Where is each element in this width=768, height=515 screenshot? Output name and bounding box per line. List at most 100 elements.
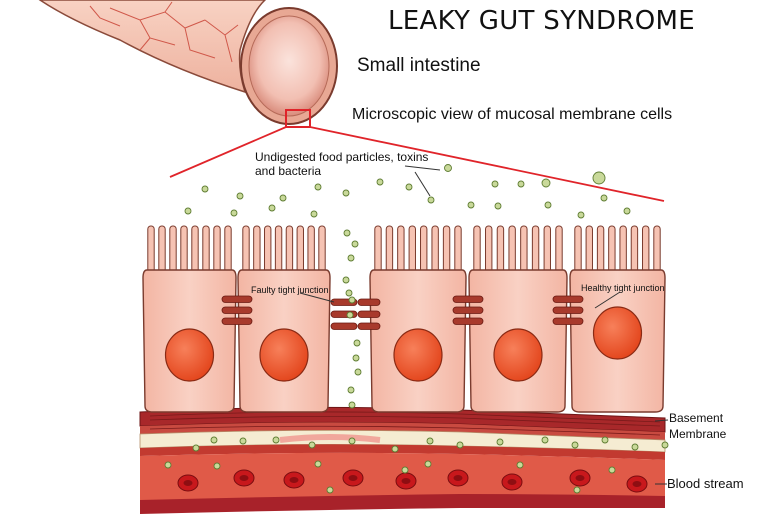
microvillus — [630, 225, 639, 277]
nucleus — [592, 306, 643, 360]
nucleus — [164, 328, 215, 382]
particle — [467, 201, 475, 209]
microvillus — [596, 225, 605, 277]
microvillus — [543, 225, 551, 277]
particle — [391, 445, 399, 453]
particle — [401, 466, 409, 474]
microvillus — [191, 225, 199, 277]
particle — [544, 201, 552, 209]
particles — [164, 164, 669, 494]
epithelial-cell — [569, 225, 666, 413]
nucleus — [493, 328, 543, 382]
particle — [314, 460, 322, 468]
epithelial-cell — [468, 225, 568, 413]
microvillus — [619, 225, 627, 277]
microvillus — [253, 225, 261, 277]
nucleus — [393, 328, 443, 382]
label-microscopic-view: Microscopic view of mucosal membrane cel… — [352, 106, 673, 123]
epithelial-cell — [237, 225, 331, 413]
particle — [661, 441, 669, 449]
particle — [164, 461, 172, 469]
particle — [577, 211, 585, 219]
microvillus — [473, 225, 481, 277]
tight-junction — [452, 295, 484, 325]
particle — [342, 189, 350, 197]
label-undigested-particles: Undigested food particles, toxins and ba… — [255, 150, 429, 178]
red-blood-cell-center — [183, 480, 193, 486]
particle — [348, 401, 356, 409]
particle — [351, 240, 359, 248]
particle — [279, 194, 287, 202]
junction-strand — [552, 306, 584, 314]
microvillus — [485, 225, 493, 277]
particle — [347, 386, 355, 394]
particle — [345, 289, 353, 297]
particle — [326, 486, 334, 494]
microvillus — [318, 225, 326, 277]
particle — [184, 207, 192, 215]
particle — [601, 436, 609, 444]
particle — [491, 180, 499, 188]
particle — [541, 178, 551, 188]
junction-strand — [452, 295, 484, 303]
particle — [352, 354, 360, 362]
microvillus — [242, 225, 250, 277]
microvillus — [224, 225, 232, 277]
faulty-tight-junction — [357, 298, 381, 330]
microvillus — [158, 225, 166, 277]
particle — [348, 296, 356, 304]
particle — [517, 180, 525, 188]
microvillus — [374, 225, 382, 277]
microvillus — [307, 225, 315, 277]
particle — [192, 444, 200, 452]
junction-strand — [357, 298, 381, 306]
junction-strand — [221, 295, 253, 303]
particle — [608, 466, 616, 474]
red-blood-cell-center — [401, 478, 411, 484]
microvillus — [420, 225, 428, 277]
particle — [571, 441, 579, 449]
particle — [541, 436, 549, 444]
particle — [444, 164, 452, 172]
particle — [600, 194, 608, 202]
particle — [342, 276, 350, 284]
microvillus — [213, 225, 221, 277]
label-small-intestine: Small intestine — [357, 55, 481, 76]
particle — [496, 438, 504, 446]
microvillus — [180, 225, 188, 277]
red-blood-cell-center — [575, 475, 585, 481]
red-blood-cells — [177, 469, 648, 493]
microvillus — [520, 225, 528, 277]
particle — [343, 229, 351, 237]
microvillus — [147, 225, 155, 277]
junction-strand — [452, 317, 484, 325]
particle — [494, 202, 502, 210]
junction-strand — [452, 306, 484, 314]
particle — [210, 436, 218, 444]
particle — [353, 339, 361, 347]
red-blood-cell-center — [632, 481, 642, 487]
particle — [308, 441, 316, 449]
microvillus — [653, 225, 661, 277]
junction-strand — [552, 317, 584, 325]
page-title: LEAKY GUT SYNDROME — [388, 6, 695, 36]
junction-strand — [357, 322, 381, 330]
microvillus — [585, 225, 593, 277]
red-blood-cell-center — [239, 475, 249, 481]
microvillus — [397, 225, 405, 277]
microvillus — [285, 225, 294, 277]
particle — [347, 254, 355, 262]
microvillus — [431, 225, 439, 277]
particle — [310, 210, 318, 218]
particle — [201, 185, 209, 193]
particle — [405, 183, 413, 191]
junction-strand — [221, 317, 253, 325]
label-basement-membrane: Basement Membrane — [669, 411, 727, 441]
particle — [424, 460, 432, 468]
red-blood-cell-center — [348, 475, 358, 481]
particle — [631, 443, 639, 451]
particle-pointer — [404, 165, 441, 197]
microvillus — [508, 225, 516, 277]
microvillus — [442, 225, 451, 277]
epithelial-cell — [142, 225, 237, 413]
